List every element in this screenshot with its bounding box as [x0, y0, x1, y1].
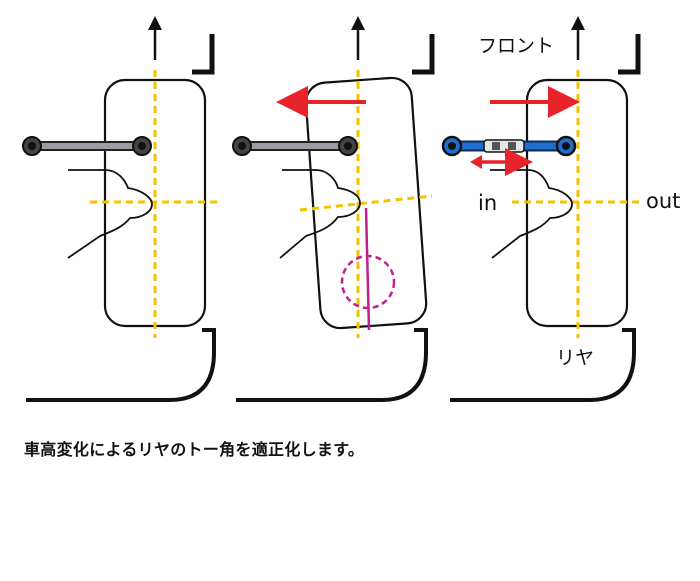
adjust-arrowhead-left — [470, 155, 482, 169]
forward-arrowhead — [571, 16, 585, 30]
panel-toe-change — [232, 16, 435, 402]
caption: 車高変化によるリヤのトー角を適正化します。 — [24, 440, 365, 459]
tire-centerline-highlight — [364, 207, 371, 331]
body-corner-bracket — [618, 34, 641, 75]
in-label: in — [478, 191, 497, 215]
forward-arrowhead — [148, 16, 162, 30]
panel-adjusted: フロント in out リヤ — [441, 16, 680, 402]
body-corner-bracket — [192, 34, 215, 75]
fender — [236, 328, 428, 402]
toe-change-circle — [340, 254, 396, 310]
front-label: フロント — [478, 35, 554, 57]
body-corner-bracket — [412, 34, 435, 75]
toe-diagram: フロント in out リヤ — [22, 16, 680, 402]
hub-knuckle — [279, 169, 361, 259]
hub-knuckle — [67, 169, 153, 259]
fender — [450, 328, 636, 402]
fender — [26, 328, 216, 402]
toe-rod — [22, 136, 152, 156]
hub-knuckle — [490, 169, 573, 259]
tilted-guide — [299, 194, 433, 212]
out-label: out — [646, 189, 680, 213]
rear-label: リヤ — [556, 347, 594, 369]
toe-rod — [232, 136, 358, 156]
panel-standard — [22, 16, 220, 402]
forward-arrowhead — [351, 16, 365, 30]
